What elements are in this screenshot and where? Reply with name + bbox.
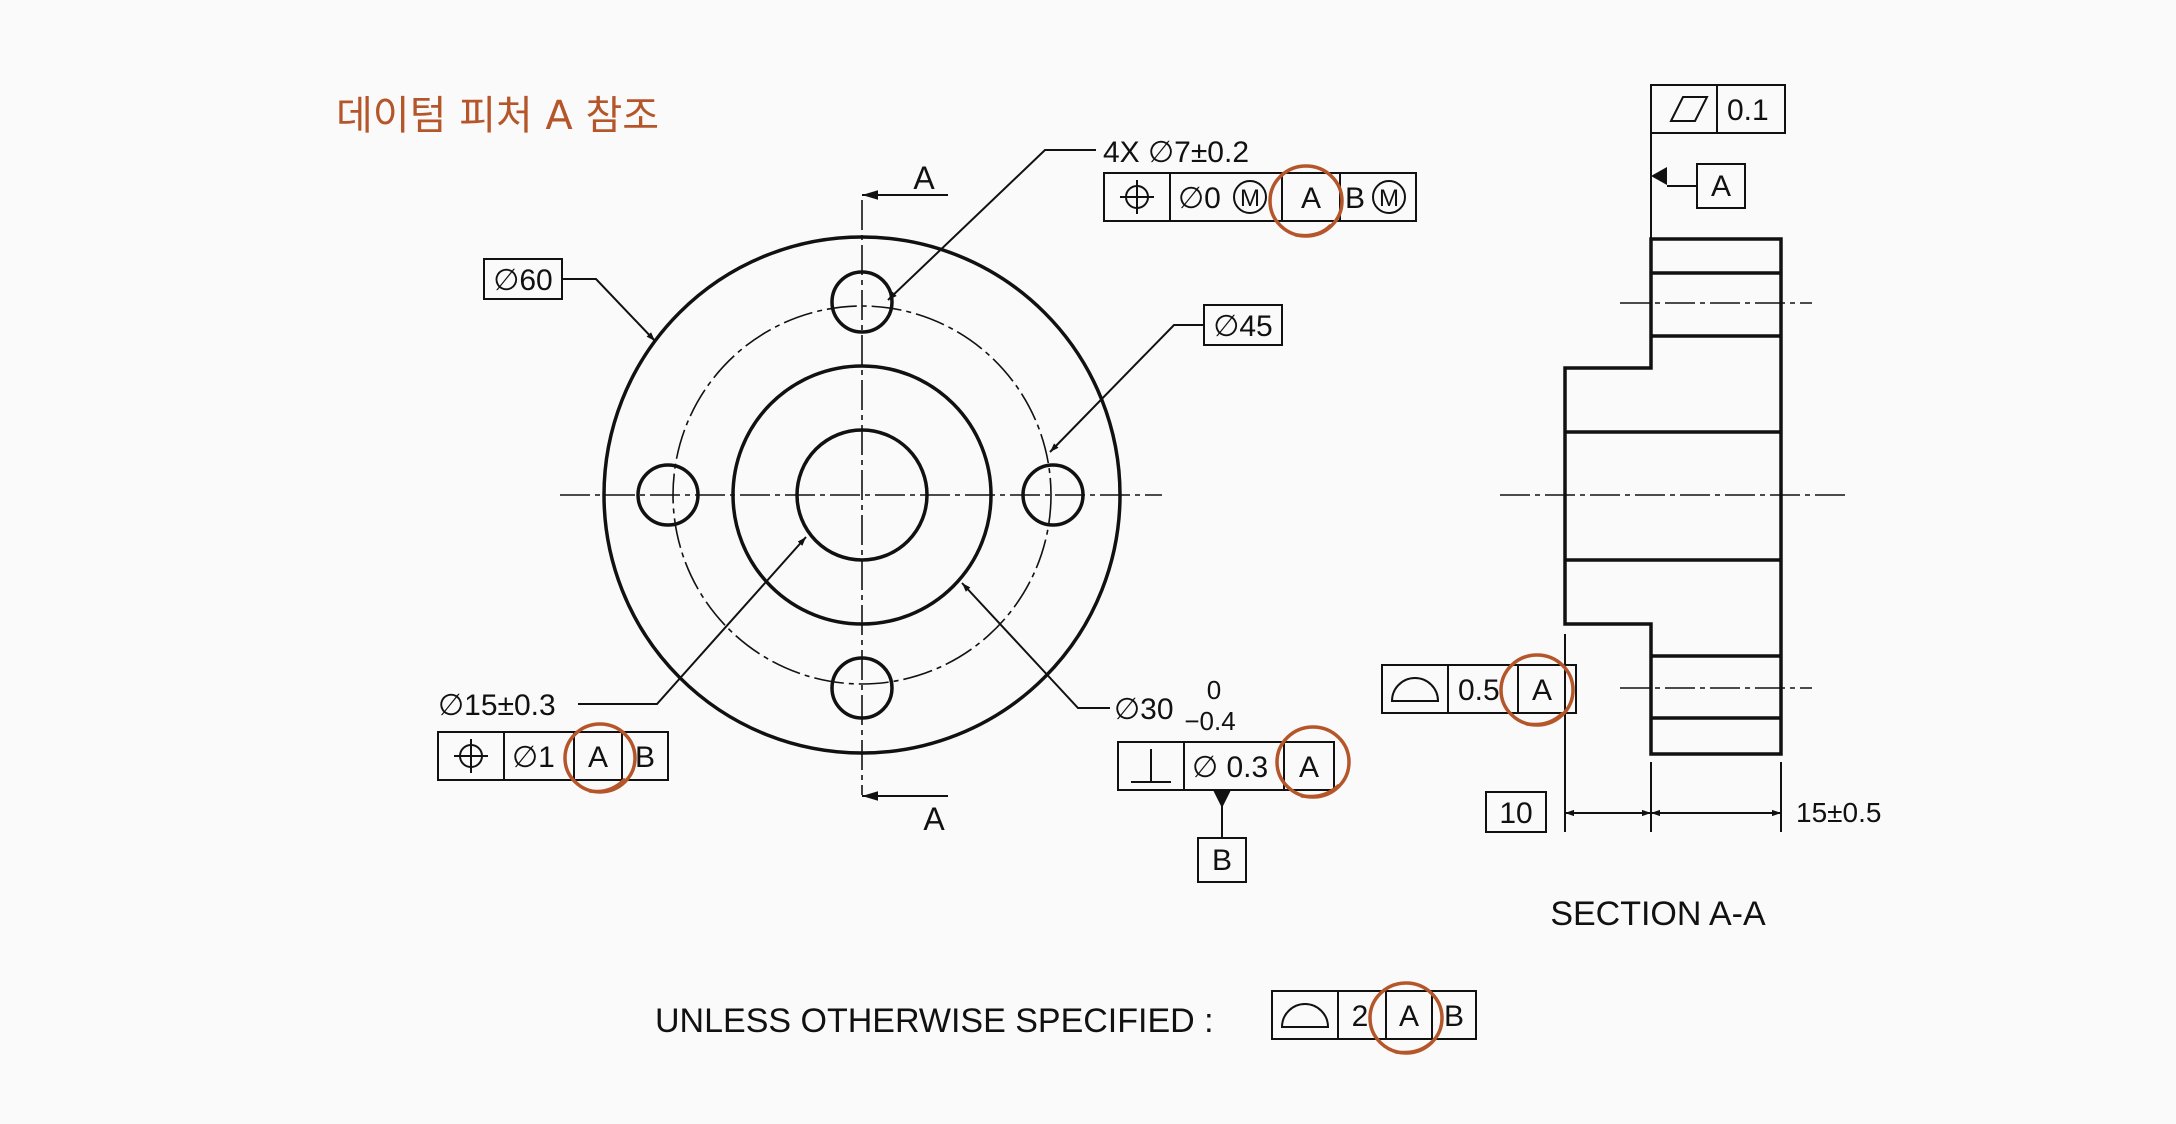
bore-callout: ∅15±0.3 ∅1 A B (437, 536, 807, 781)
section-outline (1563, 237, 1783, 756)
section-hatch (1564, 559, 1782, 657)
flatness-callout: 0.1 (1650, 84, 1786, 239)
datum-feature-b: B (1197, 790, 1247, 883)
bolt-circle-callout: ∅45 (1049, 304, 1283, 453)
profile-surface-icon (1280, 1003, 1330, 1028)
svg-text:∅0: ∅0 (1178, 182, 1221, 215)
svg-text:A: A (923, 801, 945, 837)
flatness-icon (1669, 96, 1709, 122)
svg-text:A: A (588, 741, 608, 774)
mmc-modifier-icon: M (1233, 180, 1267, 214)
section-arrow-top: A (862, 160, 948, 200)
svg-text:10: 10 (1499, 797, 1532, 830)
svg-text:2: 2 (1352, 1000, 1369, 1033)
section-hatch (1650, 238, 1782, 274)
position-icon (1120, 180, 1154, 214)
svg-text:A: A (1711, 170, 1731, 203)
svg-text:UNLESS OTHERWISE SPECIFIED :: UNLESS OTHERWISE SPECIFIED : (655, 1002, 1214, 1040)
outer-diameter-callout: ∅60 (483, 258, 656, 342)
position-icon (454, 739, 488, 773)
datum-feature-a: A (1651, 163, 1746, 209)
svg-text:M: M (1379, 185, 1399, 212)
holes-callout: 4X ∅7±0.2 ∅0 M A B M (887, 136, 1417, 301)
svg-text:M: M (1240, 185, 1260, 212)
svg-text:A: A (1532, 674, 1552, 707)
svg-text:A: A (913, 160, 935, 196)
svg-text:∅ 0.3: ∅ 0.3 (1192, 751, 1268, 784)
section-view: 0.1 A 0.5 A 10 (1381, 84, 1881, 933)
section-label: SECTION A-A (1550, 895, 1766, 933)
section-hatch (1564, 335, 1782, 433)
svg-text:15±0.5: 15±0.5 (1796, 797, 1881, 828)
svg-text:−0.4: −0.4 (1184, 706, 1235, 736)
svg-text:4X ∅7±0.2: 4X ∅7±0.2 (1103, 136, 1249, 169)
svg-text:∅60: ∅60 (493, 264, 553, 297)
page-title: 데이텀 피처 A 참조 (336, 93, 659, 139)
svg-text:∅1: ∅1 (512, 741, 555, 774)
svg-text:0: 0 (1207, 675, 1221, 705)
svg-text:A: A (1299, 751, 1319, 784)
perpendicularity-icon (1131, 749, 1171, 783)
section-hatch (1650, 717, 1782, 755)
datum-a-highlight (563, 164, 1575, 1055)
svg-text:A: A (1301, 182, 1321, 215)
svg-text:A: A (1399, 1000, 1419, 1033)
svg-text:∅15±0.3: ∅15±0.3 (438, 689, 556, 722)
svg-text:∅30: ∅30 (1114, 693, 1174, 726)
front-view: A A ∅60 ∅45 4X ∅7±0.2 (437, 136, 1417, 883)
thickness-dimension: 10 15±0.5 (1485, 634, 1881, 833)
svg-text:B: B (1212, 844, 1232, 877)
svg-text:0.1: 0.1 (1727, 94, 1769, 127)
svg-text:B: B (1444, 1000, 1464, 1033)
svg-text:0.5: 0.5 (1458, 674, 1500, 707)
profile-callout: 0.5 A (1381, 664, 1577, 714)
section-arrow-bottom: A (862, 791, 948, 837)
profile-surface-icon (1390, 677, 1440, 702)
svg-text:B: B (1345, 182, 1365, 215)
general-tolerance-note: UNLESS OTHERWISE SPECIFIED : 2 A B (655, 990, 1477, 1040)
mmc-modifier-icon: M (1372, 180, 1406, 214)
svg-text:∅45: ∅45 (1213, 310, 1273, 343)
hub-callout: ∅30 0 −0.4 ∅ 0.3 A B (961, 582, 1335, 883)
svg-text:B: B (635, 741, 655, 774)
